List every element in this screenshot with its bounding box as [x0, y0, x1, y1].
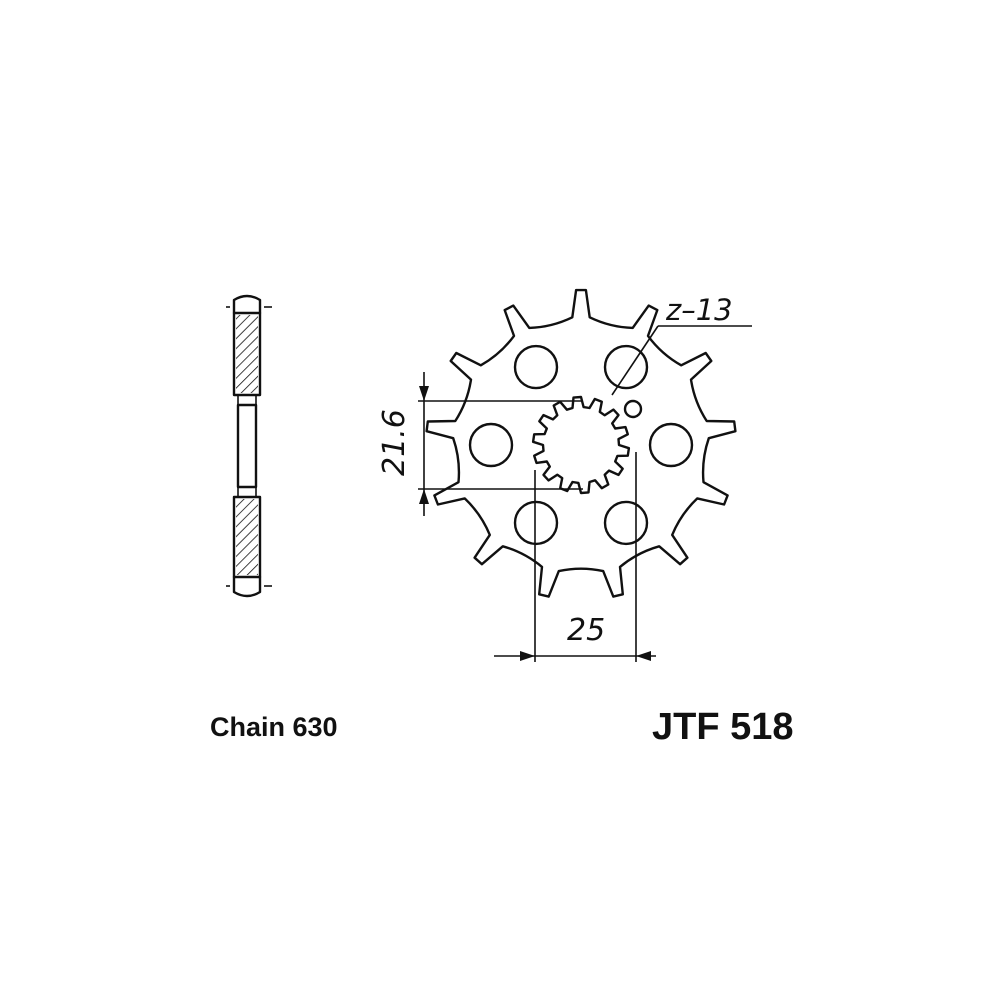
bolt-hole — [603, 500, 649, 546]
bore-width-dimension: 21.6 — [377, 372, 583, 516]
bolt-hole — [513, 344, 559, 390]
bolt-hole — [648, 422, 694, 468]
teeth-count-callout: z–13 — [611, 293, 752, 396]
bore-width-label: 21.6 — [377, 409, 412, 476]
part-number: JTF 518 — [652, 706, 794, 748]
spline-width-dimension: 25 — [494, 452, 656, 662]
chain-label: Chain 630 — [210, 712, 338, 742]
small-hole — [623, 399, 643, 419]
spline-bore — [531, 395, 631, 495]
teeth-count-label: z–13 — [665, 293, 733, 327]
bolt-hole — [603, 344, 649, 390]
bolt-hole — [513, 500, 559, 546]
bolt-hole — [468, 422, 514, 468]
spline-width-label: 25 — [567, 613, 605, 648]
sprocket-side-view — [226, 294, 272, 598]
sprocket-outline — [425, 288, 737, 598]
bolt-holes — [468, 344, 694, 546]
